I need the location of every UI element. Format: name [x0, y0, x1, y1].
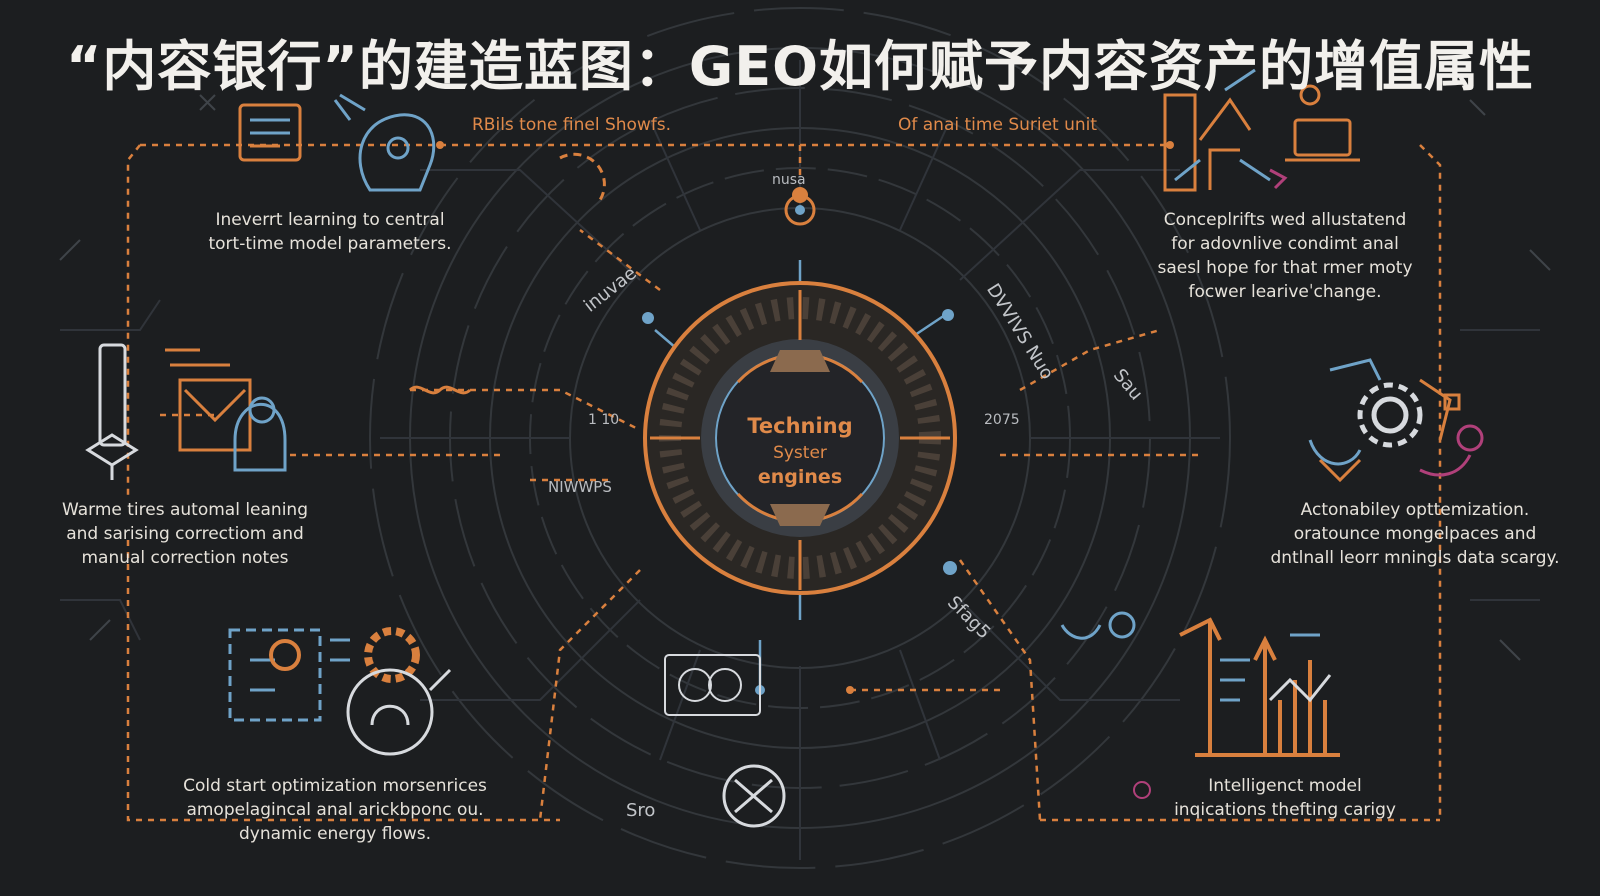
central-dial — [643, 281, 957, 595]
camera-icon — [664, 654, 761, 716]
caption-mid-left: Warme tires automal leaning and sarising… — [61, 500, 308, 568]
caption-lower-left: Cold start optimization morsenrices amop… — [183, 776, 487, 844]
caption-upper-right: Conceplrifts wed allustatend for adovnli… — [1157, 210, 1413, 302]
center-title-line1: Techning — [747, 414, 853, 438]
top-label-left: RBils tone finel Showfs. — [472, 115, 672, 135]
gear-icon — [1357, 382, 1423, 448]
document-stack-icon — [238, 103, 302, 162]
head-circuit-icon — [333, 93, 436, 192]
flowchart-icon — [1163, 93, 1252, 192]
caption-lower-right: Intelligenct model inqications thefting … — [1174, 776, 1396, 820]
thermometer-icon — [85, 343, 139, 480]
rotated-label-bottom: Sro — [626, 800, 656, 821]
center-left-tag: NIWWPS — [548, 478, 612, 496]
center-left-number: 1 10 — [588, 412, 620, 428]
caption-upper-left: Ineverrt learning to central tort-time m… — [208, 210, 452, 254]
bar-chart-icon — [1179, 617, 1340, 757]
top-label-right: Of anai time Suriet unit — [898, 115, 1098, 135]
target-node-icon — [784, 194, 816, 226]
center-right-number: 2075 — [984, 412, 1020, 428]
center-top-tag: nusa — [772, 172, 806, 188]
center-title-line2: Syster — [773, 443, 827, 463]
laptop-icon — [1285, 118, 1360, 162]
caption-mid-right: Actonabiley opttemization. oratounce mon… — [1270, 500, 1560, 568]
funnel-icon — [165, 348, 252, 452]
center-title-line3: engines — [757, 466, 843, 488]
compass-icon — [346, 668, 452, 756]
page-title: “内容银行”的建造蓝图：GEO如何赋予内容资产的增值属性 — [65, 35, 1535, 98]
gear-icon — [364, 627, 420, 683]
